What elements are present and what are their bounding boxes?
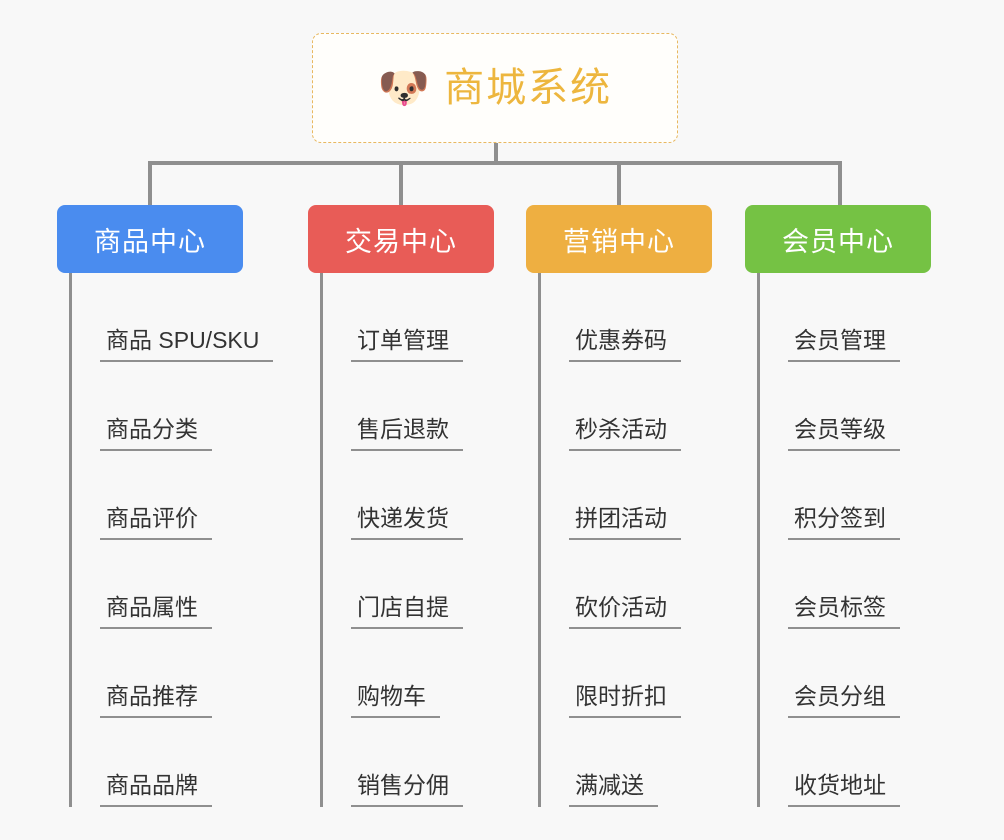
leaf-item-label: 会员标签 <box>788 594 900 629</box>
leaf-item[interactable]: 商品评价 <box>72 451 243 540</box>
category-header-marketing-center[interactable]: 营销中心 <box>526 205 712 273</box>
leaf-item-label: 商品评价 <box>100 505 212 540</box>
leaf-item-label: 快递发货 <box>351 505 463 540</box>
leaf-item[interactable]: 砍价活动 <box>541 540 712 629</box>
leaf-item[interactable]: 商品品牌 <box>72 718 243 807</box>
category-header-member-center[interactable]: 会员中心 <box>745 205 931 273</box>
leaf-item[interactable]: 会员分组 <box>760 629 931 718</box>
leaf-item-label: 满减送 <box>569 772 658 807</box>
leaf-item-label: 购物车 <box>351 683 440 718</box>
leaf-item-label: 商品推荐 <box>100 683 212 718</box>
leaf-list-marketing-center: 优惠券码秒杀活动拼团活动砍价活动限时折扣满减送 <box>538 273 712 807</box>
leaf-item[interactable]: 会员管理 <box>760 273 931 362</box>
leaf-item[interactable]: 满减送 <box>541 718 712 807</box>
connector-drop-member-center <box>838 161 842 207</box>
leaf-item[interactable]: 秒杀活动 <box>541 362 712 451</box>
leaf-item-label: 秒杀活动 <box>569 416 681 451</box>
leaf-item[interactable]: 商品推荐 <box>72 629 243 718</box>
column-member-center: 会员中心会员管理会员等级积分签到会员标签会员分组收货地址 <box>745 205 931 807</box>
leaf-item-label: 积分签到 <box>788 505 900 540</box>
leaf-list-product-center: 商品 SPU/SKU 商品分类商品评价商品属性商品推荐商品品牌 <box>69 273 274 807</box>
leaf-item-label: 商品品牌 <box>100 772 212 807</box>
root-node-mall-system[interactable]: 🐶 商城系统 <box>312 33 678 143</box>
leaf-item-label: 限时折扣 <box>569 683 681 718</box>
leaf-item[interactable]: 快递发货 <box>323 451 494 540</box>
leaf-item-label: 商品分类 <box>100 416 212 451</box>
leaf-item-label: 销售分佣 <box>351 772 463 807</box>
leaf-item[interactable]: 会员标签 <box>760 540 931 629</box>
leaf-item-label: 门店自提 <box>351 594 463 629</box>
column-product-center: 商品中心商品 SPU/SKU 商品分类商品评价商品属性商品推荐商品品牌 <box>57 205 274 807</box>
leaf-item[interactable]: 限时折扣 <box>541 629 712 718</box>
leaf-item-label: 商品 SPU/SKU <box>100 327 274 362</box>
connector-drop-trade-center <box>399 161 403 207</box>
category-header-trade-center[interactable]: 交易中心 <box>308 205 494 273</box>
leaf-item-label: 收货地址 <box>788 772 900 807</box>
leaf-item-label: 砍价活动 <box>569 594 681 629</box>
leaf-item[interactable]: 积分签到 <box>760 451 931 540</box>
leaf-item-label: 会员等级 <box>788 416 900 451</box>
leaf-item-label: 拼团活动 <box>569 505 681 540</box>
column-marketing-center: 营销中心优惠券码秒杀活动拼团活动砍价活动限时折扣满减送 <box>526 205 712 807</box>
leaf-item[interactable]: 售后退款 <box>323 362 494 451</box>
leaf-item[interactable]: 门店自提 <box>323 540 494 629</box>
leaf-item[interactable]: 购物车 <box>323 629 494 718</box>
leaf-item-label: 会员管理 <box>788 327 900 362</box>
connector-drop-marketing-center <box>617 161 621 207</box>
connector-root-stem <box>494 143 498 165</box>
connector-drop-product-center <box>148 161 152 207</box>
leaf-item-label: 商品属性 <box>100 594 212 629</box>
leaf-list-trade-center: 订单管理售后退款快递发货门店自提购物车销售分佣 <box>320 273 494 807</box>
leaf-item-label: 售后退款 <box>351 416 463 451</box>
leaf-item[interactable]: 拼团活动 <box>541 451 712 540</box>
leaf-item[interactable]: 商品属性 <box>72 540 243 629</box>
leaf-list-member-center: 会员管理会员等级积分签到会员标签会员分组收货地址 <box>757 273 931 807</box>
leaf-item-label: 会员分组 <box>788 683 900 718</box>
leaf-item[interactable]: 商品 SPU/SKU <box>72 273 274 362</box>
root-node-title: 商城系统 <box>444 66 613 110</box>
connector-horizontal-bus <box>150 161 842 165</box>
leaf-item-label: 优惠券码 <box>569 327 681 362</box>
leaf-item-label: 订单管理 <box>351 327 463 362</box>
leaf-item[interactable]: 商品分类 <box>72 362 243 451</box>
leaf-item[interactable]: 优惠券码 <box>541 273 712 362</box>
leaf-item[interactable]: 会员等级 <box>760 362 931 451</box>
column-trade-center: 交易中心订单管理售后退款快递发货门店自提购物车销售分佣 <box>308 205 494 807</box>
leaf-item[interactable]: 销售分佣 <box>323 718 494 807</box>
leaf-item[interactable]: 订单管理 <box>323 273 494 362</box>
leaf-item[interactable]: 收货地址 <box>760 718 931 807</box>
shiba-dog-face-icon: 🐶 <box>377 64 431 111</box>
category-header-product-center[interactable]: 商品中心 <box>57 205 243 273</box>
